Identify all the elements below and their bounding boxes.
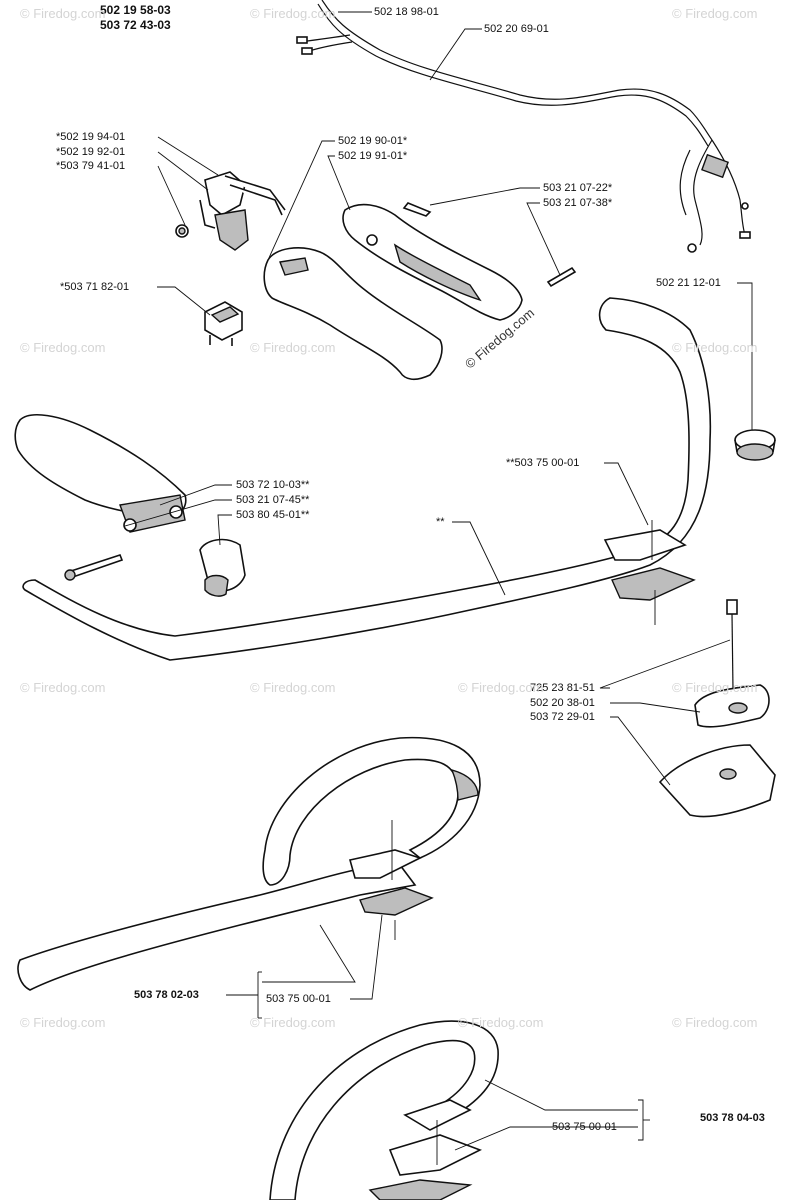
watermark: © Firedog.com: [250, 6, 336, 21]
label-503750001-b: 503 75 00-01: [266, 993, 331, 1005]
label-double-star: **: [436, 516, 445, 528]
watermark: © Firedog.com: [250, 1015, 336, 1030]
watermark: © Firedog.com: [20, 680, 106, 695]
watermark: © Firedog.com: [458, 680, 544, 695]
loop-handle-bottom-icon: [269, 1020, 499, 1200]
label-503804501: 503 80 45-01**: [236, 509, 310, 521]
watermark: © Firedog.com: [672, 680, 758, 695]
label-502199201: *502 19 92-01: [56, 146, 126, 158]
grommet-icon: [734, 429, 776, 461]
label-503750001-a: **503 75 00-01: [506, 457, 580, 469]
label-503210738: 503 21 07-38*: [543, 197, 613, 209]
watermark: © Firedog.com: [20, 1015, 106, 1030]
watermark: © Firedog.com: [250, 680, 336, 695]
watermark: © Firedog.com: [458, 1015, 544, 1030]
label-503722901: 503 72 29-01: [530, 711, 595, 723]
label-502206901: 502 20 69-01: [484, 23, 549, 35]
header-part-2: 503 72 43-03: [100, 18, 171, 32]
leader-lines: [124, 11, 753, 1151]
label-503210745: 503 21 07-45**: [236, 494, 310, 506]
label-503721003: 503 72 10-03**: [236, 479, 310, 491]
label-503780403: 503 78 04-03: [700, 1112, 765, 1124]
label-503750001-c: 503 75 00-01: [552, 1121, 617, 1133]
label-502199101: 502 19 91-01*: [338, 150, 408, 162]
loop-handle-icon: [17, 736, 481, 991]
label-502211201: 502 21 12-01: [656, 277, 721, 289]
label-502199001: 502 19 90-01*: [338, 135, 408, 147]
label-503794101: *503 79 41-01: [56, 160, 126, 172]
label-503718201: *503 71 82-01: [60, 281, 130, 293]
label-502189801: 502 18 98-01: [374, 6, 439, 18]
watermark: © Firedog.com: [20, 340, 106, 355]
label-502199401: *502 19 94-01: [56, 131, 126, 143]
label-503210722: 503 21 07-22*: [543, 182, 613, 194]
watermark: © Firedog.com: [20, 6, 106, 21]
throttle-bracket-icon: [175, 171, 286, 251]
label-503780203: 503 78 02-03: [134, 989, 199, 1001]
watermark: © Firedog.com: [672, 340, 758, 355]
watermark: © Firedog.com: [672, 6, 758, 21]
label-725238151: 725 23 81-51: [530, 682, 595, 694]
label-502203801: 502 20 38-01: [530, 697, 595, 709]
wire-harness-icon: [296, 0, 751, 253]
switch-icon: [204, 301, 243, 346]
header-part-1: 502 19 58-03: [100, 3, 171, 17]
knob-icon: [658, 599, 776, 818]
watermark: © Firedog.com: [672, 1015, 758, 1030]
watermark: © Firedog.com: [250, 340, 336, 355]
handle-icon: [263, 202, 577, 381]
handlebar-icon: [14, 297, 712, 661]
